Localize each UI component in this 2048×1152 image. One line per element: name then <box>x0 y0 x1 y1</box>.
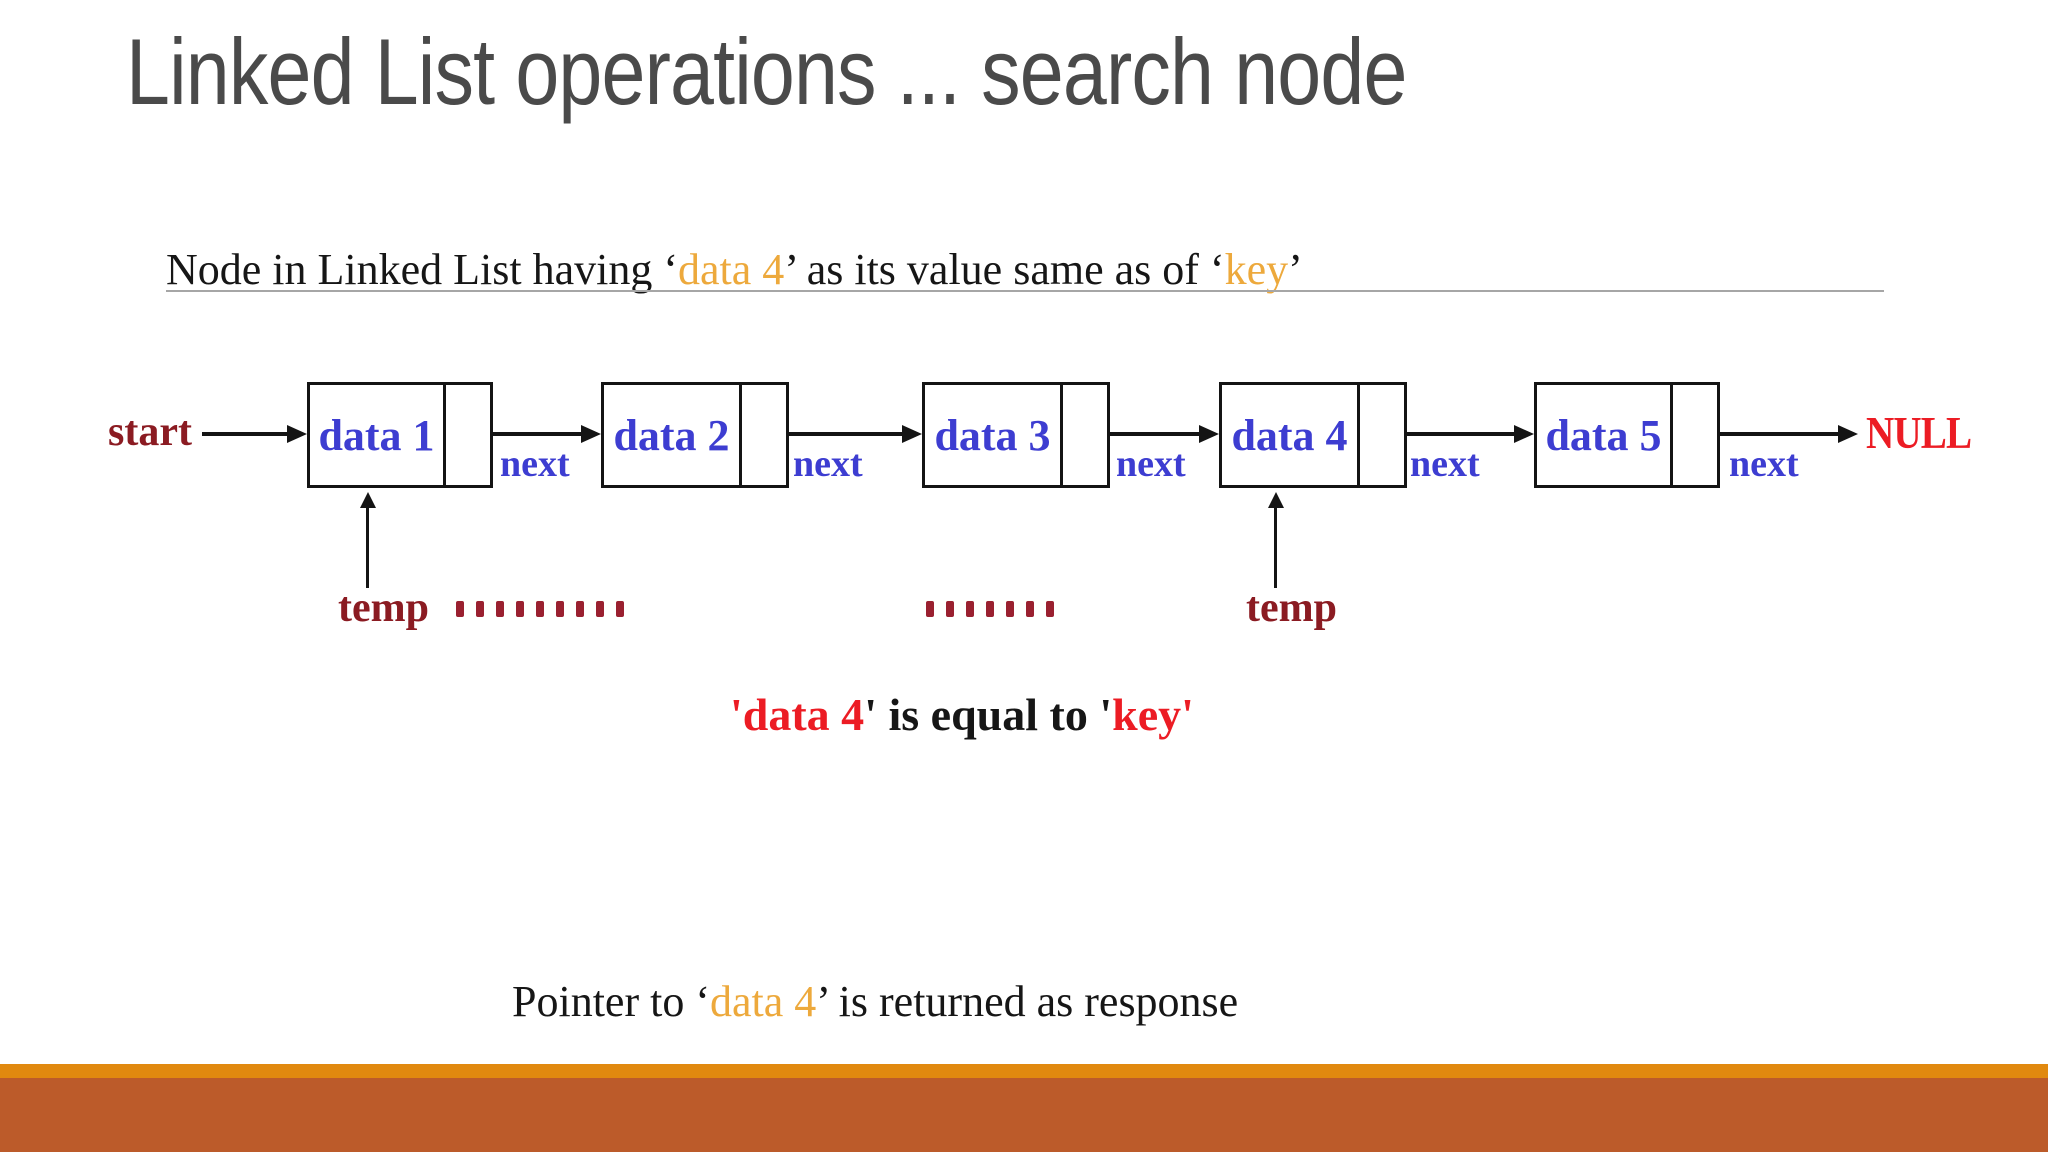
arrow-node2-to-node3 <box>789 432 902 436</box>
node1-pointer-cell <box>443 385 490 485</box>
slide-title: Linked List operations ... search node <box>126 19 1407 124</box>
traversal-dots-right <box>926 601 1054 617</box>
temp-arrow-node4 <box>1274 508 1277 588</box>
arrow-node1-to-node2 <box>493 432 581 436</box>
equality-statement: 'data 4' is equal to 'key' <box>730 689 1194 740</box>
node4-data-label: data 4 <box>1231 410 1348 460</box>
arrow-start-to-node1 <box>202 432 287 436</box>
bottom-accent-strip <box>0 1064 2048 1078</box>
temp-pointer-label-2: temp <box>1246 585 1337 631</box>
traversal-dots-left <box>456 601 624 617</box>
node-box-3: data 3 <box>922 382 1110 488</box>
node1-data-cell: data 1 <box>310 385 443 485</box>
node4-data-cell: data 4 <box>1222 385 1357 485</box>
arrow-node3-to-node4 <box>1109 432 1199 436</box>
arrow-node5-to-null <box>1720 432 1838 436</box>
node1-data-label: data 1 <box>318 410 435 460</box>
node2-data-cell: data 2 <box>604 385 739 485</box>
arrow-node4-to-node5 <box>1407 432 1514 436</box>
node-box-5: data 5 <box>1534 382 1720 488</box>
node-box-2: data 2 <box>601 382 789 488</box>
next-label-5: next <box>1729 443 1799 485</box>
start-pointer-label: start <box>108 409 192 455</box>
node-box-4: data 4 <box>1219 382 1407 488</box>
subtitle-text: Node in Linked List having ‘data 4’ as i… <box>166 245 1303 294</box>
node-box-1: data 1 <box>307 382 493 488</box>
node3-data-label: data 3 <box>934 410 1051 460</box>
node3-data-cell: data 3 <box>925 385 1060 485</box>
bottom-bar <box>0 1078 2048 1152</box>
next-label-1: next <box>500 443 570 485</box>
null-label: NULL <box>1866 407 1972 458</box>
result-statement: Pointer to ‘data 4’ is returned as respo… <box>512 977 1239 1026</box>
temp-pointer-label-1: temp <box>338 585 429 631</box>
node2-data-label: data 2 <box>613 410 730 460</box>
subtitle-underline <box>166 290 1884 292</box>
temp-arrow-node1 <box>366 508 369 588</box>
node5-data-cell: data 5 <box>1537 385 1670 485</box>
next-label-2: next <box>793 443 863 485</box>
next-label-3: next <box>1116 443 1186 485</box>
node4-pointer-cell <box>1357 385 1404 485</box>
node5-pointer-cell <box>1670 385 1717 485</box>
node5-data-label: data 5 <box>1545 410 1662 460</box>
node2-pointer-cell <box>739 385 786 485</box>
next-label-4: next <box>1410 443 1480 485</box>
node3-pointer-cell <box>1060 385 1107 485</box>
